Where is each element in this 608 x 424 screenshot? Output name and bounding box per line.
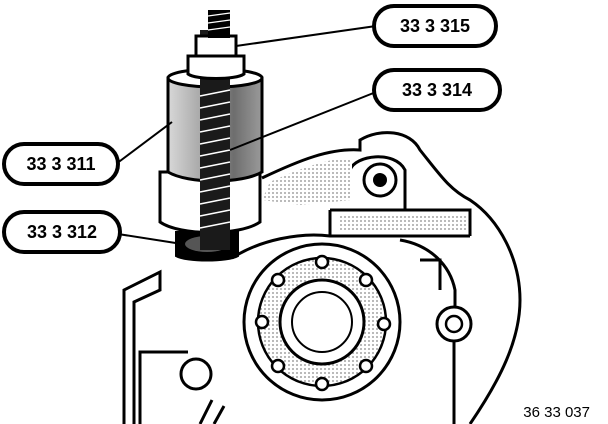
nut-315: [186, 10, 246, 80]
leader-lines: [115, 25, 377, 245]
housing-shading: [262, 158, 352, 205]
housing: [231, 131, 522, 424]
arm-pivot: [179, 357, 213, 391]
housing-shading: [340, 214, 466, 232]
callout-33-3-315: 33 3 315: [372, 4, 498, 48]
callout-label: 33 3 312: [27, 222, 97, 242]
callout-label: 33 3 311: [26, 154, 95, 174]
callout-label: 33 3 314: [402, 80, 472, 100]
callout-label: 33 3 315: [400, 16, 470, 36]
output-flange: [242, 242, 402, 402]
callout-33-3-312: 33 3 312: [2, 210, 122, 254]
callout-33-3-311: 33 3 311: [2, 142, 120, 186]
figure-number: 36 33 037: [523, 404, 590, 421]
support-arm: [122, 269, 226, 424]
callout-33-3-314: 33 3 314: [372, 68, 502, 112]
bolt-head-right: [435, 305, 473, 424]
bolt-head-top: [362, 162, 398, 198]
